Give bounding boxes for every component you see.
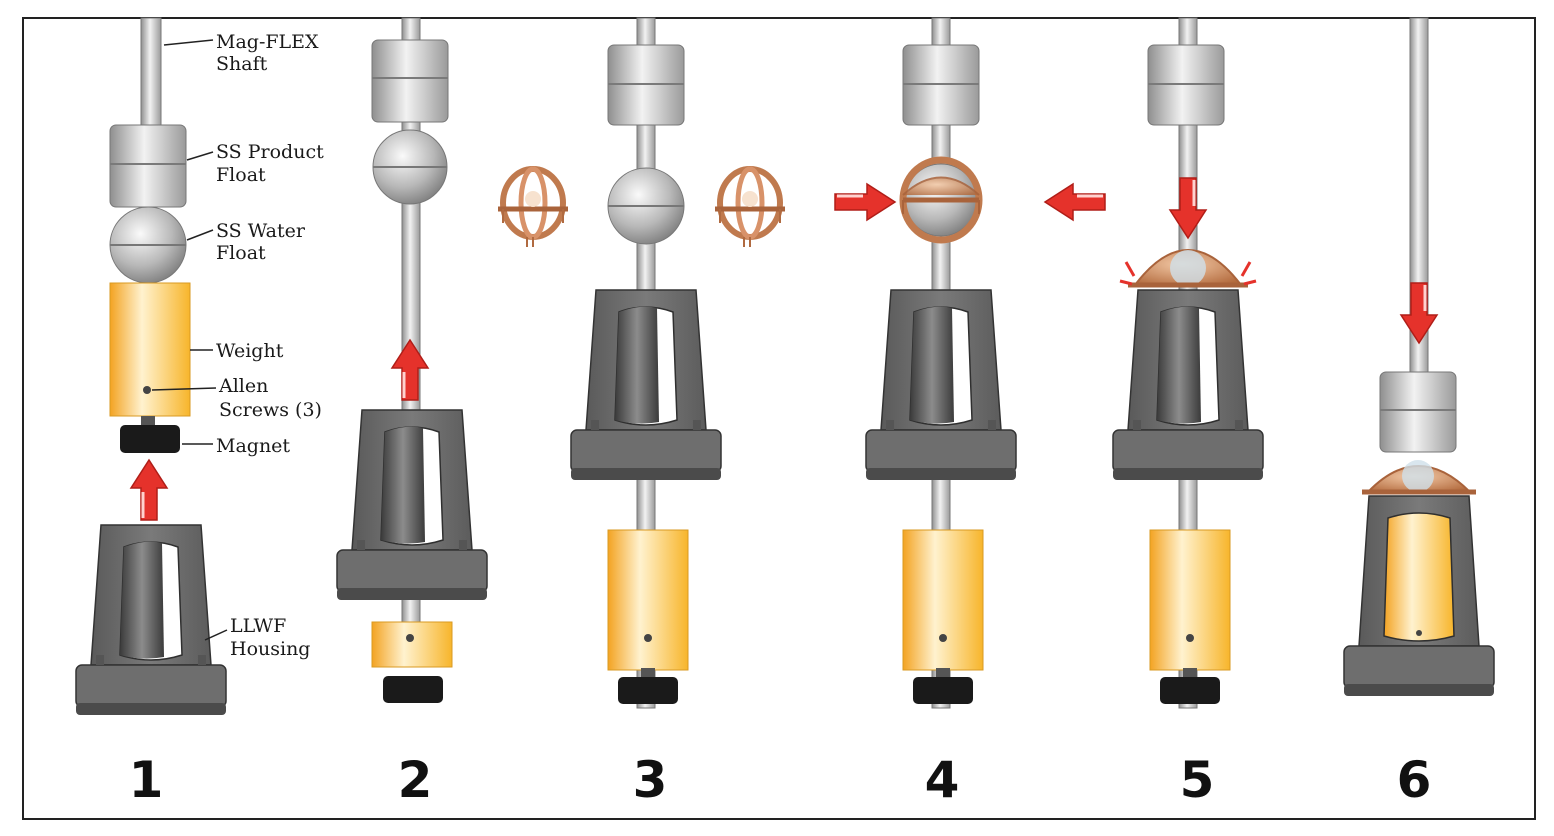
step-6-final-assembly [1343, 17, 1495, 696]
step-3-cage-halves [498, 17, 785, 709]
llwf-housing-step-3 [570, 289, 722, 481]
step-number-2: 2 [398, 751, 433, 809]
llwf-housing-step-6 [1343, 495, 1495, 696]
llwf-housing-step-4 [865, 289, 1017, 481]
step-numbers: 1 2 3 4 5 6 [129, 751, 1432, 809]
step-number-3: 3 [633, 751, 668, 809]
step-2-insert-shaft [336, 17, 488, 703]
cage-half-right [715, 169, 785, 247]
arrow-up-icon [129, 458, 169, 522]
step-5-seat-cage [1112, 17, 1264, 709]
label-magnet: Magnet [216, 435, 290, 457]
step-number-5: 5 [1180, 751, 1215, 809]
step-number-4: 4 [925, 751, 960, 809]
cage-half-left [498, 169, 568, 247]
llwf-housing-step-2 [336, 409, 488, 601]
llwf-housing-step-1 [75, 524, 227, 716]
arrow-up-icon [390, 338, 430, 402]
step-4-close-cage [833, 17, 1107, 709]
arrow-right-icon [833, 182, 897, 222]
step-number-1: 1 [129, 751, 164, 809]
step-number-6: 6 [1397, 751, 1432, 809]
label-weight: Weight [216, 340, 284, 362]
seat-indicator-marks [1119, 261, 1257, 286]
arrow-down-icon [1168, 176, 1208, 240]
seated-cage-step-6 [1362, 460, 1476, 495]
diagram-frame [22, 17, 1536, 820]
llwf-housing-step-5 [1112, 289, 1264, 481]
arrow-down-icon [1399, 281, 1439, 345]
seated-cage-step-5 [1128, 249, 1248, 288]
arrow-left-icon [1043, 182, 1107, 222]
closed-cage-step-4 [899, 156, 983, 244]
